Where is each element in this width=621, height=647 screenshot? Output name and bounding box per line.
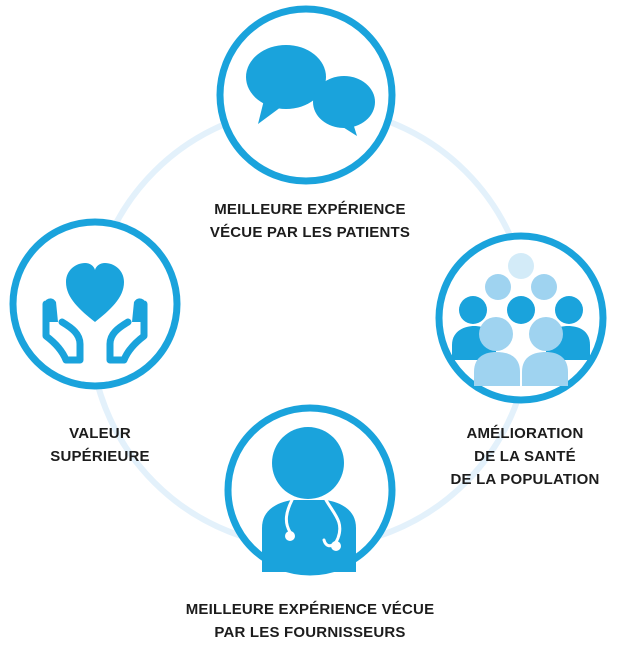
node-top xyxy=(216,5,396,185)
label-population-health: AMÉLIORATION DE LA SANTÉ DE LA POPULATIO… xyxy=(430,422,620,491)
node-bottom xyxy=(224,404,396,576)
label-left-line-2: SUPÉRIEURE xyxy=(50,448,150,465)
label-bottom-line-1: MEILLEURE EXPÉRIENCE VÉCUE xyxy=(185,601,435,618)
label-top-line-2: VÉCUE PAR LES PATIENTS xyxy=(209,224,411,241)
label-right-line-2: DE LA SANTÉ xyxy=(474,448,576,465)
population-icon xyxy=(452,253,590,386)
label-left-line-1: VALEUR xyxy=(69,425,131,442)
node-right xyxy=(435,232,607,404)
label-top-line-1: MEILLEURE EXPÉRIENCE xyxy=(214,201,406,218)
label-bottom-line-2: PAR LES FOURNISSEURS xyxy=(214,624,406,641)
label-patient-experience: MEILLEURE EXPÉRIENCE VÉCUE PAR LES PATIE… xyxy=(160,198,460,244)
speech-bubbles-icon xyxy=(246,45,375,136)
label-superior-value: VALEUR SUPÉRIEURE xyxy=(20,422,180,468)
label-right-line-1: AMÉLIORATION xyxy=(466,425,584,442)
heart-hands-icon xyxy=(42,263,148,364)
label-right-line-3: DE LA POPULATION xyxy=(450,471,600,488)
label-provider-experience: MEILLEURE EXPÉRIENCE VÉCUE PAR LES FOURN… xyxy=(120,598,500,644)
doctor-icon xyxy=(262,427,356,572)
node-left xyxy=(9,218,181,390)
